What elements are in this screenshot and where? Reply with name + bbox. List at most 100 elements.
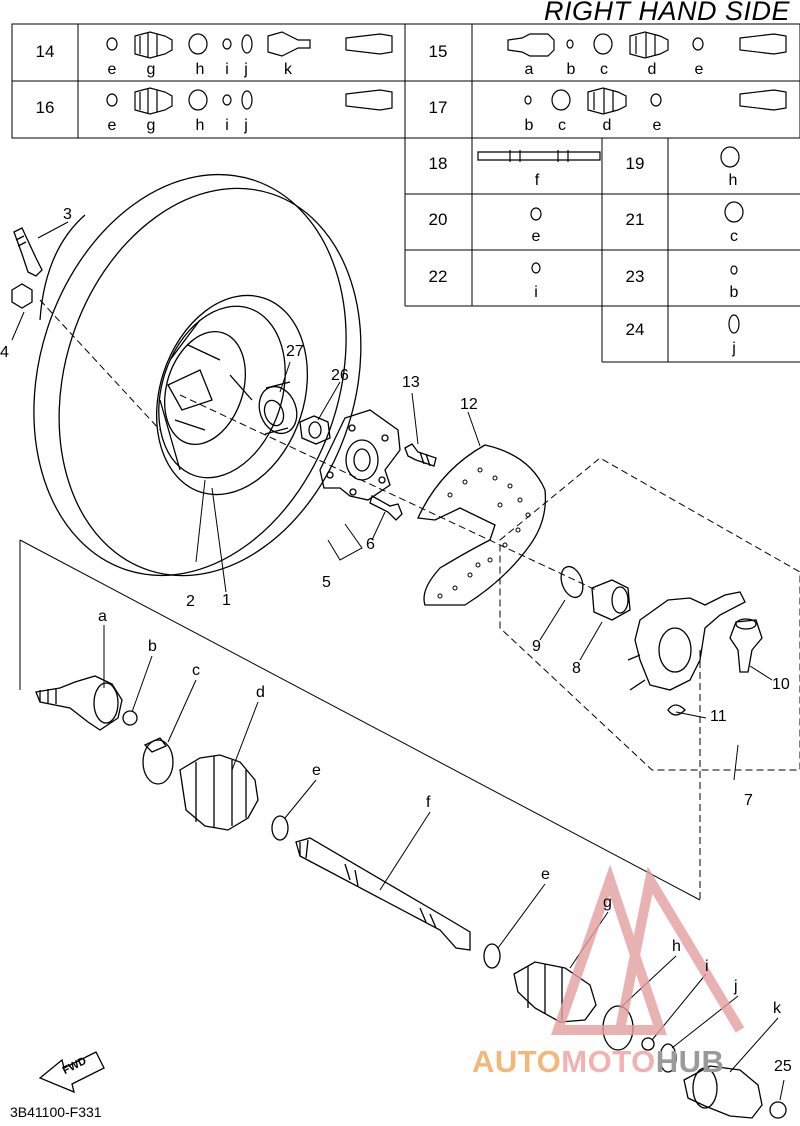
row-number: 18 bbox=[428, 154, 448, 173]
bolt-13-drawing bbox=[404, 443, 437, 467]
part-letter: c bbox=[558, 117, 566, 134]
wheel-rim-drawing bbox=[155, 294, 309, 496]
part-letter: i bbox=[225, 117, 229, 134]
valve-drawing bbox=[11, 227, 43, 309]
callout-4: 4 bbox=[0, 344, 9, 361]
row-number: 22 bbox=[428, 267, 448, 286]
part-letter: j bbox=[732, 340, 736, 357]
knuckle-drawing bbox=[627, 591, 746, 691]
callout-25: 25 bbox=[774, 1058, 792, 1075]
callout-10: 10 bbox=[772, 676, 790, 693]
bearing-drawing bbox=[591, 579, 631, 621]
row-number: 19 bbox=[625, 154, 645, 173]
row-number: 20 bbox=[428, 210, 448, 229]
ring-i-drawing bbox=[641, 1037, 655, 1051]
clamp-c-drawing bbox=[142, 737, 174, 785]
page-title: RIGHT HAND SIDE bbox=[543, 0, 790, 26]
nut-drawing bbox=[299, 415, 331, 445]
callout-27: 27 bbox=[286, 343, 304, 360]
leader-lines bbox=[11, 221, 785, 1101]
callout-26: 26 bbox=[331, 367, 349, 384]
callout-d: d bbox=[256, 684, 265, 701]
boot-d-drawing bbox=[179, 754, 259, 831]
callout-5: 5 bbox=[322, 574, 331, 591]
spacer-drawing bbox=[258, 381, 298, 435]
row-number: 23 bbox=[625, 267, 645, 286]
callout-6: 6 bbox=[366, 536, 375, 553]
part-letter: b bbox=[729, 284, 739, 301]
shaft-f-drawing bbox=[295, 837, 471, 951]
part-letter: e bbox=[531, 228, 541, 245]
callout-h: h bbox=[672, 938, 681, 955]
callout-1: 1 bbox=[222, 592, 231, 609]
row-number: 24 bbox=[625, 320, 645, 339]
brake-guard-drawing bbox=[417, 444, 547, 606]
part-letter: a bbox=[524, 61, 534, 78]
part-letter: j bbox=[244, 117, 248, 134]
part-letter: g bbox=[146, 61, 156, 78]
part-letter: e bbox=[694, 61, 704, 78]
part-letter: h bbox=[195, 117, 205, 134]
callout-k: k bbox=[773, 1000, 781, 1017]
callout-13: 13 bbox=[402, 374, 420, 391]
row-number: 21 bbox=[625, 210, 645, 229]
row-number: 14 bbox=[35, 42, 55, 61]
fwd-arrow-icon bbox=[38, 1051, 105, 1094]
tire-drawing bbox=[33, 173, 362, 577]
watermark-part-2: MOTO bbox=[561, 1044, 656, 1079]
outer-joint-k-drawing bbox=[683, 1065, 763, 1119]
callout-2: 2 bbox=[186, 593, 195, 610]
part-letter: h bbox=[728, 172, 738, 189]
part-letter: e bbox=[107, 61, 117, 78]
ring-j-drawing bbox=[659, 1043, 677, 1073]
outer-joint-a-drawing bbox=[35, 675, 123, 731]
watermark-text: AUTOMOTOHUB bbox=[472, 1044, 724, 1080]
circlip-drawing bbox=[560, 565, 584, 599]
row-number: 16 bbox=[35, 98, 55, 117]
callout-a: a bbox=[98, 608, 107, 625]
callout-f: f bbox=[426, 794, 431, 811]
part-letter: e bbox=[107, 117, 117, 134]
part-letter: c bbox=[600, 61, 608, 78]
ring-b-drawing bbox=[122, 710, 138, 726]
ball-joint-drawing bbox=[729, 618, 763, 673]
row-number: 15 bbox=[428, 42, 448, 61]
part-letter: k bbox=[284, 61, 292, 78]
callout-7: 7 bbox=[744, 792, 753, 809]
document-code: 3B41100-F331 bbox=[10, 1104, 102, 1120]
callout-12: 12 bbox=[460, 396, 478, 413]
part-letter: b bbox=[524, 117, 534, 134]
part-letter: e bbox=[652, 117, 662, 134]
part-letter: g bbox=[146, 117, 156, 134]
callout-8: 8 bbox=[572, 660, 581, 677]
clamp-e-drawing bbox=[271, 815, 289, 841]
table-part-pictograms bbox=[106, 31, 787, 334]
clip-drawing bbox=[667, 704, 686, 716]
callout-3: 3 bbox=[63, 206, 72, 223]
part-letter: c bbox=[730, 228, 738, 245]
part-letter: d bbox=[602, 117, 612, 134]
bolt-6-drawing bbox=[369, 495, 403, 521]
callout-e-2: e bbox=[541, 866, 550, 883]
watermark-part-3: HUB bbox=[655, 1044, 725, 1079]
row-number: 17 bbox=[428, 98, 448, 117]
callout-11: 11 bbox=[710, 708, 727, 725]
part-letter: b bbox=[566, 61, 576, 78]
callout-e: e bbox=[312, 762, 321, 779]
callout-j: j bbox=[734, 978, 738, 995]
callout-i: i bbox=[705, 958, 709, 975]
part-letter: i bbox=[534, 284, 538, 301]
watermark-part-1: AUTO bbox=[472, 1044, 562, 1079]
bracket-lines bbox=[19, 539, 701, 901]
dashed-guide-lines bbox=[39, 299, 800, 900]
ring-25-drawing bbox=[769, 1101, 787, 1119]
callout-g: g bbox=[603, 894, 612, 911]
callout-9: 9 bbox=[532, 638, 541, 655]
reference-table-grid bbox=[11, 23, 800, 363]
clamp-e2-drawing bbox=[483, 943, 501, 969]
callout-b: b bbox=[148, 638, 157, 655]
part-letter: d bbox=[647, 61, 657, 78]
part-letter: i bbox=[225, 61, 229, 78]
part-letter: h bbox=[195, 61, 205, 78]
